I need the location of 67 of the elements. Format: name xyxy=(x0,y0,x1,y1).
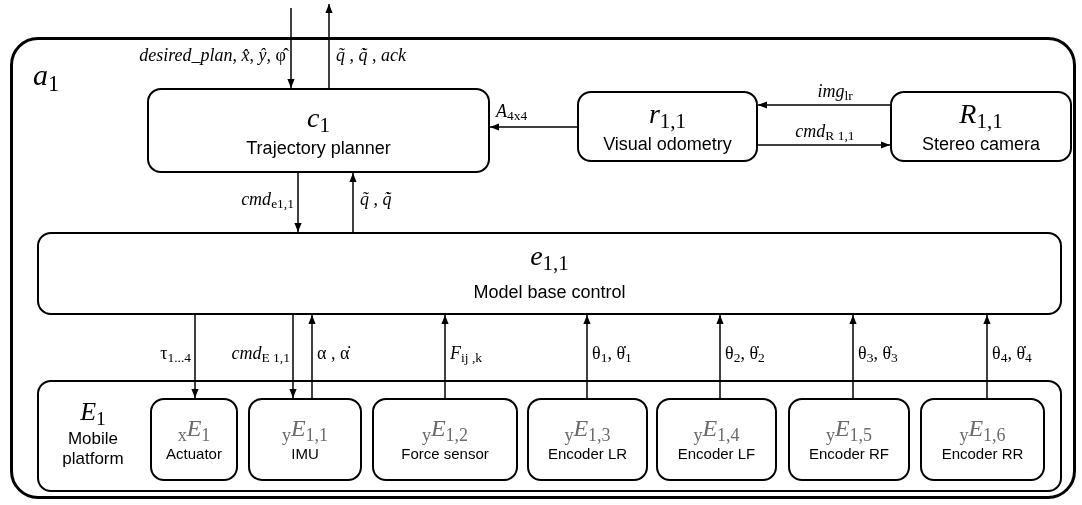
arrow xyxy=(583,314,591,399)
component-symbol: $_{y}$E$_{1,1}$ xyxy=(281,414,329,444)
arrow xyxy=(757,141,891,149)
component-symbol: $_{y}$E$_{1,2}$ xyxy=(421,414,469,444)
edge-label: cmd$_{E 1,1}$ xyxy=(231,343,290,363)
edge-label: A$_{4x4}$ xyxy=(496,101,528,121)
edge-label: q̃ , q̃̇ xyxy=(360,189,392,209)
edge-label: α , α̇ xyxy=(317,343,350,363)
edge-label: θ$_{1}$, θ̇$_{1}$ xyxy=(592,343,632,363)
component-name: Model base control xyxy=(473,281,626,304)
component-box xyxy=(656,398,777,481)
component-symbol: R$_{1,1}$ xyxy=(959,96,1003,131)
edge-label: θ$_{2}$, θ̇$_{2}$ xyxy=(725,343,765,363)
component-name: IMU xyxy=(291,445,319,465)
system-symbol: a$_{1}$ xyxy=(33,60,60,90)
component-name: Stereo camera xyxy=(921,132,1041,156)
component-box xyxy=(788,398,910,481)
arrow xyxy=(489,123,578,131)
component-box xyxy=(147,88,490,173)
component-symbol: $_{y}$E$_{1,4}$ xyxy=(693,414,740,444)
component-box xyxy=(372,398,518,481)
subsystem-box xyxy=(37,380,1062,492)
component-symbol: $_{x}$E$_{1}$ xyxy=(177,414,211,444)
component-name: Actuator xyxy=(166,444,222,465)
arrow xyxy=(349,172,357,233)
component-name: Visual odometry xyxy=(603,132,732,156)
component-name: Encoder LR xyxy=(547,445,628,465)
edge-label: img$_{lr}$ xyxy=(817,81,853,101)
component-name: Mobile platform xyxy=(61,428,125,469)
component-symbol: E$_{1}$ xyxy=(80,396,106,429)
component-box xyxy=(248,398,362,481)
arrow xyxy=(716,314,724,399)
component-box xyxy=(577,91,758,162)
edge-label: τ$_{1...4}$ xyxy=(160,343,191,363)
arrow xyxy=(757,101,891,109)
arrow xyxy=(308,314,316,399)
arrow xyxy=(287,7,295,89)
component-box xyxy=(150,398,238,481)
component-name: Encoder LF xyxy=(677,445,756,465)
component-name: Encoder RF xyxy=(808,445,889,465)
component-name: Encoder RR xyxy=(941,445,1024,465)
edge-label: q̃ , q̃̇ , ack xyxy=(336,45,406,65)
edge-label: θ$_{3}$, θ̇$_{3}$ xyxy=(858,343,898,363)
edge-label: cmd$_{R 1,1}$ xyxy=(795,121,855,141)
component-symbol: $_{y}$E$_{1,5}$ xyxy=(825,414,873,444)
edge-label: cmd$_{e1,1}$ xyxy=(241,189,294,209)
arrow xyxy=(441,314,449,399)
component-name: Trajectory planner xyxy=(246,136,391,160)
arrow xyxy=(289,314,297,399)
component-name: Force sensor xyxy=(401,445,489,465)
component-box xyxy=(527,398,648,481)
component-symbol: r$_{1,1}$ xyxy=(648,96,687,131)
edge-label: θ$_{4}$, θ̇$_{4}$ xyxy=(992,343,1032,363)
component-box xyxy=(37,232,1062,315)
component-symbol: e$_{1,1}$ xyxy=(530,239,569,273)
system-frame xyxy=(10,37,1076,499)
component-symbol: $_{y}$E$_{1,6}$ xyxy=(959,414,1006,444)
arrow xyxy=(191,314,199,399)
component-box xyxy=(920,398,1045,481)
component-symbol: $_{y}$E$_{1,3}$ xyxy=(564,414,611,444)
arrow xyxy=(325,3,333,89)
component-symbol: c$_{1}$ xyxy=(307,100,330,135)
arrow xyxy=(849,314,857,399)
component-box xyxy=(890,91,1072,162)
arrow xyxy=(983,314,991,399)
edge-label: F$_{ij ,k}$ xyxy=(450,343,482,363)
arrow xyxy=(294,172,302,233)
